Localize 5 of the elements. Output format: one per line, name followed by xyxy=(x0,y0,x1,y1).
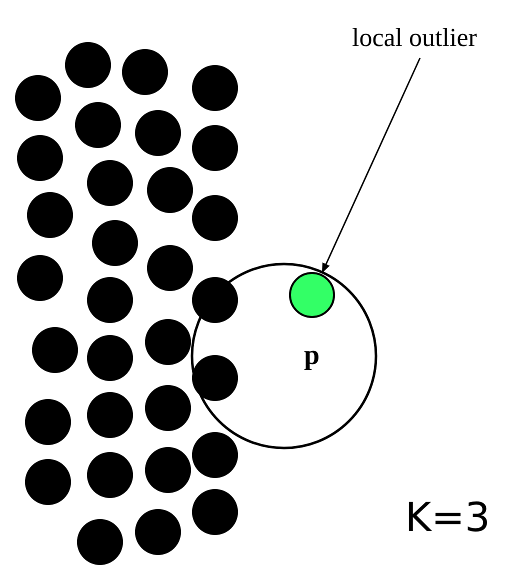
arrow xyxy=(322,58,421,274)
point-label: p xyxy=(304,340,320,372)
outlier-point xyxy=(289,272,335,318)
parameter-label: K=3 xyxy=(405,494,490,542)
callout-text: local outlier xyxy=(352,20,528,56)
